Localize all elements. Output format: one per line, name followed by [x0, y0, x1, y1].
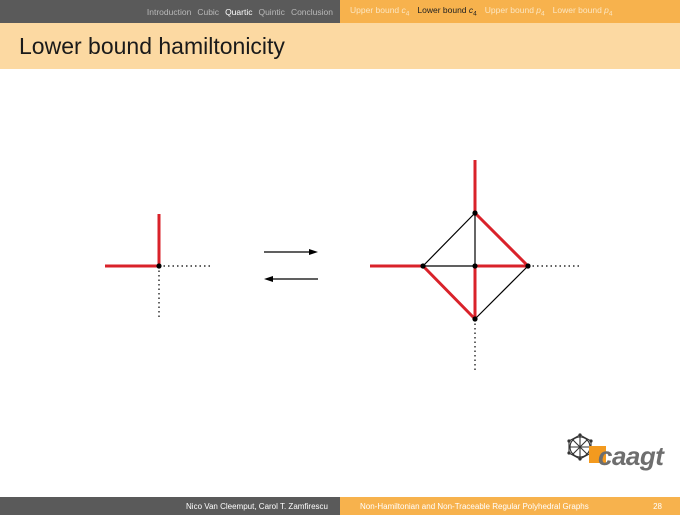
footer-title-area: Non-Hamiltonian and Non-Traceable Regula…: [340, 497, 680, 515]
nav-section-conclusion[interactable]: Conclusion: [290, 6, 333, 17]
talk-title: Non-Hamiltonian and Non-Traceable Regula…: [360, 501, 589, 511]
nav-section-introduction[interactable]: Introduction: [146, 6, 192, 17]
single-vertex-graph: [105, 214, 212, 320]
nav-section-cubic[interactable]: Cubic: [197, 6, 220, 17]
top-navigation: Introduction Cubic Quartic Quintic Concl…: [0, 0, 680, 23]
authors-text: Nico Van Cleemput, Carol T. Zamfirescu: [186, 501, 328, 511]
black-edge: [422, 212, 476, 267]
nav-subsection-upper-p4[interactable]: Upper bound p4: [484, 5, 545, 18]
graph-vertex: [472, 263, 478, 269]
page-number: 28: [653, 501, 662, 511]
nav-subsection-lower-c4[interactable]: Lower bound c4: [417, 5, 477, 18]
arrow-left-head: [264, 276, 273, 282]
slide-title-bar: Lower bound hamiltonicity: [0, 23, 680, 69]
graph-vertex: [472, 316, 478, 322]
slide-title: Lower bound hamiltonicity: [19, 32, 285, 59]
section-nav: Introduction Cubic Quartic Quintic Concl…: [0, 0, 340, 23]
graph-vertex: [420, 263, 426, 269]
replacement-arrows: [264, 249, 318, 282]
nav-subsection-upper-c4[interactable]: Upper bound c4: [350, 5, 410, 18]
nav-subsection-lower-p4[interactable]: Lower bound p4: [552, 5, 613, 18]
graph-diagram: [105, 160, 582, 372]
nav-section-quintic[interactable]: Quintic: [258, 6, 285, 17]
graph-vertex: [156, 263, 162, 269]
slide-footer: Nico Van Cleemput, Carol T. Zamfirescu N…: [0, 497, 680, 515]
nav-section-quartic[interactable]: Quartic: [225, 6, 253, 17]
footer-authors: Nico Van Cleemput, Carol T. Zamfirescu: [0, 497, 340, 515]
replacement-gadget: [370, 160, 582, 372]
subsection-nav: Upper bound c4 Lower bound c4 Upper boun…: [340, 0, 680, 23]
arrow-right-head: [309, 249, 318, 255]
graph-vertex: [525, 263, 531, 269]
logo-text: caagt: [598, 441, 664, 471]
black-edge: [474, 265, 529, 320]
caagt-logo: caagt: [562, 429, 672, 477]
red-edge: [421, 264, 477, 321]
logo-orange-square: [589, 446, 606, 463]
graph-vertex: [472, 210, 478, 216]
red-edge: [473, 211, 530, 268]
